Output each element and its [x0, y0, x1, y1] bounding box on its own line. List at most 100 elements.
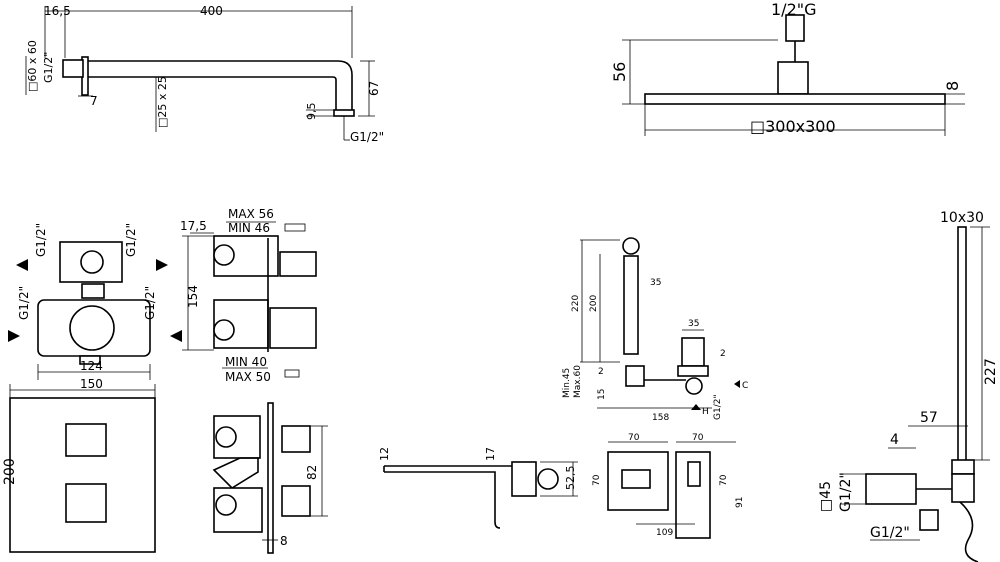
mixer-h70a: 70 — [592, 474, 602, 486]
side-cartridge-top — [279, 251, 317, 277]
valve-handle-bottom — [65, 483, 107, 523]
mixer-g12: G1/2" — [713, 394, 723, 420]
mixer-inlet-left — [625, 365, 645, 387]
dim-thread-left: G1/2" — [42, 52, 55, 83]
side-depth-82: 82 — [305, 465, 319, 480]
hand-d57: 57 — [920, 410, 938, 426]
shower-arm-drawing: 16,5 400 □60 x 60 G1/2" 7 □25 x 25 67 9,… — [25, 4, 384, 144]
head-thread-label: 1/2"G — [771, 0, 817, 19]
head-height-56: 56 — [610, 62, 629, 82]
mixer-c: C — [742, 381, 748, 391]
mixer-drawing: 220 200 35 35 2 2 Min.45 Max.60 15 158 G… — [562, 237, 748, 539]
spout-body — [384, 471, 501, 529]
arrow-out-right-top — [156, 259, 168, 271]
hand-hose — [959, 501, 979, 562]
side-offset-17-5: 17,5 — [180, 219, 207, 233]
spout-drawing: 12 17 52,5 — [378, 447, 578, 529]
mixer-min45: Min.45 — [562, 368, 572, 398]
mixer-w70a: 70 — [628, 433, 640, 443]
mixer-d200: 200 — [589, 295, 599, 312]
shower-head-drawing: 1/2"G 56 8 □300x300 — [610, 0, 965, 136]
side-max50: MAX 50 — [225, 370, 271, 384]
hand-g-bottom: G1/2" — [870, 525, 910, 541]
valve-g-mr: G1/2" — [143, 286, 157, 320]
mixer-h70b: 70 — [719, 474, 729, 486]
arm-tube-outer — [88, 60, 353, 110]
valve-cover-plate — [9, 397, 156, 553]
head-plate — [644, 93, 946, 105]
head-size-300: □300x300 — [750, 117, 836, 136]
mixer-d158: 158 — [652, 413, 669, 423]
head-connector — [777, 61, 809, 95]
valve-width-150: 150 — [80, 377, 103, 391]
dim-drop-67: 67 — [367, 81, 381, 96]
mixer-d35b: 35 — [688, 319, 699, 329]
valve-neck — [81, 283, 105, 299]
valve-side-drawing: 17,5 MAX 56 MIN 46 154 MIN 40 MAX 50 82 … — [180, 207, 328, 554]
side-plate — [267, 402, 274, 554]
dim-tube-25: □25 x 25 — [156, 76, 169, 128]
side-lower-cartridge-top — [281, 425, 311, 453]
mixer-d2a: 2 — [720, 349, 726, 359]
spout-port — [537, 468, 559, 490]
dim-plate-7: 7 — [90, 94, 98, 108]
head-thickness-8: 8 — [943, 81, 962, 91]
mixer-cartridge-base — [677, 365, 709, 377]
side-lower-cartridge-bottom — [281, 485, 311, 517]
valve-handle-top — [65, 423, 107, 457]
side-min40: MIN 40 — [225, 355, 267, 369]
side-thick-8: 8 — [280, 534, 288, 548]
spout-d12: 12 — [378, 447, 391, 461]
hand-holder — [951, 459, 975, 475]
valve-g-tl: G1/2" — [34, 223, 48, 257]
hand-square-45: □45 — [818, 481, 834, 512]
mixer-front-spout — [621, 469, 651, 489]
spout-d52-5: 52,5 — [564, 466, 577, 491]
arm-outlet — [333, 109, 355, 117]
mixer-w70b: 70 — [692, 433, 704, 443]
valve-g-ml: G1/2" — [17, 286, 31, 320]
side-max56: MAX 56 — [228, 207, 274, 221]
valve-front-drawing: G1/2" G1/2" G1/2" G1/2" 124 150 200 — [2, 223, 182, 553]
handshower-drawing: 10x30 227 57 4 □45 G1/2" G1/2" — [818, 210, 999, 562]
valve-g-tr: G1/2" — [124, 223, 138, 257]
arm-wall-block — [62, 59, 84, 78]
hand-g-side: G1/2" — [838, 472, 854, 512]
dim-thread-right: G1/2" — [350, 130, 384, 144]
arrow-out-left-top — [16, 259, 28, 271]
arrow-in-right — [170, 330, 182, 342]
mixer-d109: 109 — [656, 528, 673, 538]
mixer-d15: 15 — [597, 389, 607, 400]
mixer-top-outlet — [622, 237, 640, 255]
mixer-d35a: 35 — [650, 278, 661, 288]
mixer-cartridge — [681, 337, 705, 367]
valve-width-124: 124 — [80, 359, 103, 373]
mixer-port-right — [685, 377, 703, 395]
dim-square-60: □60 x 60 — [26, 40, 39, 92]
mixer-d220: 220 — [571, 295, 581, 312]
mixer-max60: Max.60 — [573, 365, 583, 398]
mixer-d2b: 2 — [598, 367, 604, 377]
dim-9-5: 9,5 — [305, 103, 318, 121]
mixer-riser — [623, 255, 639, 355]
hand-bar — [957, 226, 967, 464]
hand-bar-size: 10x30 — [940, 210, 984, 226]
arrow-in-left — [8, 330, 20, 342]
mixer-h: H — [702, 407, 709, 417]
valve-height-200: 200 — [2, 458, 18, 485]
hand-connector — [951, 473, 975, 503]
spout-wall-block — [511, 461, 537, 497]
dim-400: 400 — [200, 4, 223, 18]
arm-tube-inner — [88, 76, 337, 110]
hand-length-227: 227 — [983, 358, 999, 385]
mixer-d91: 91 — [735, 497, 745, 508]
side-cartridge-bottom — [269, 307, 317, 349]
valve-top-port — [80, 250, 104, 274]
valve-main-port — [69, 305, 115, 351]
side-height-154: 154 — [186, 285, 200, 308]
hand-d4: 4 — [890, 432, 899, 448]
valve-bottom-stub — [79, 355, 101, 365]
dim-16-5: 16,5 — [44, 4, 71, 18]
